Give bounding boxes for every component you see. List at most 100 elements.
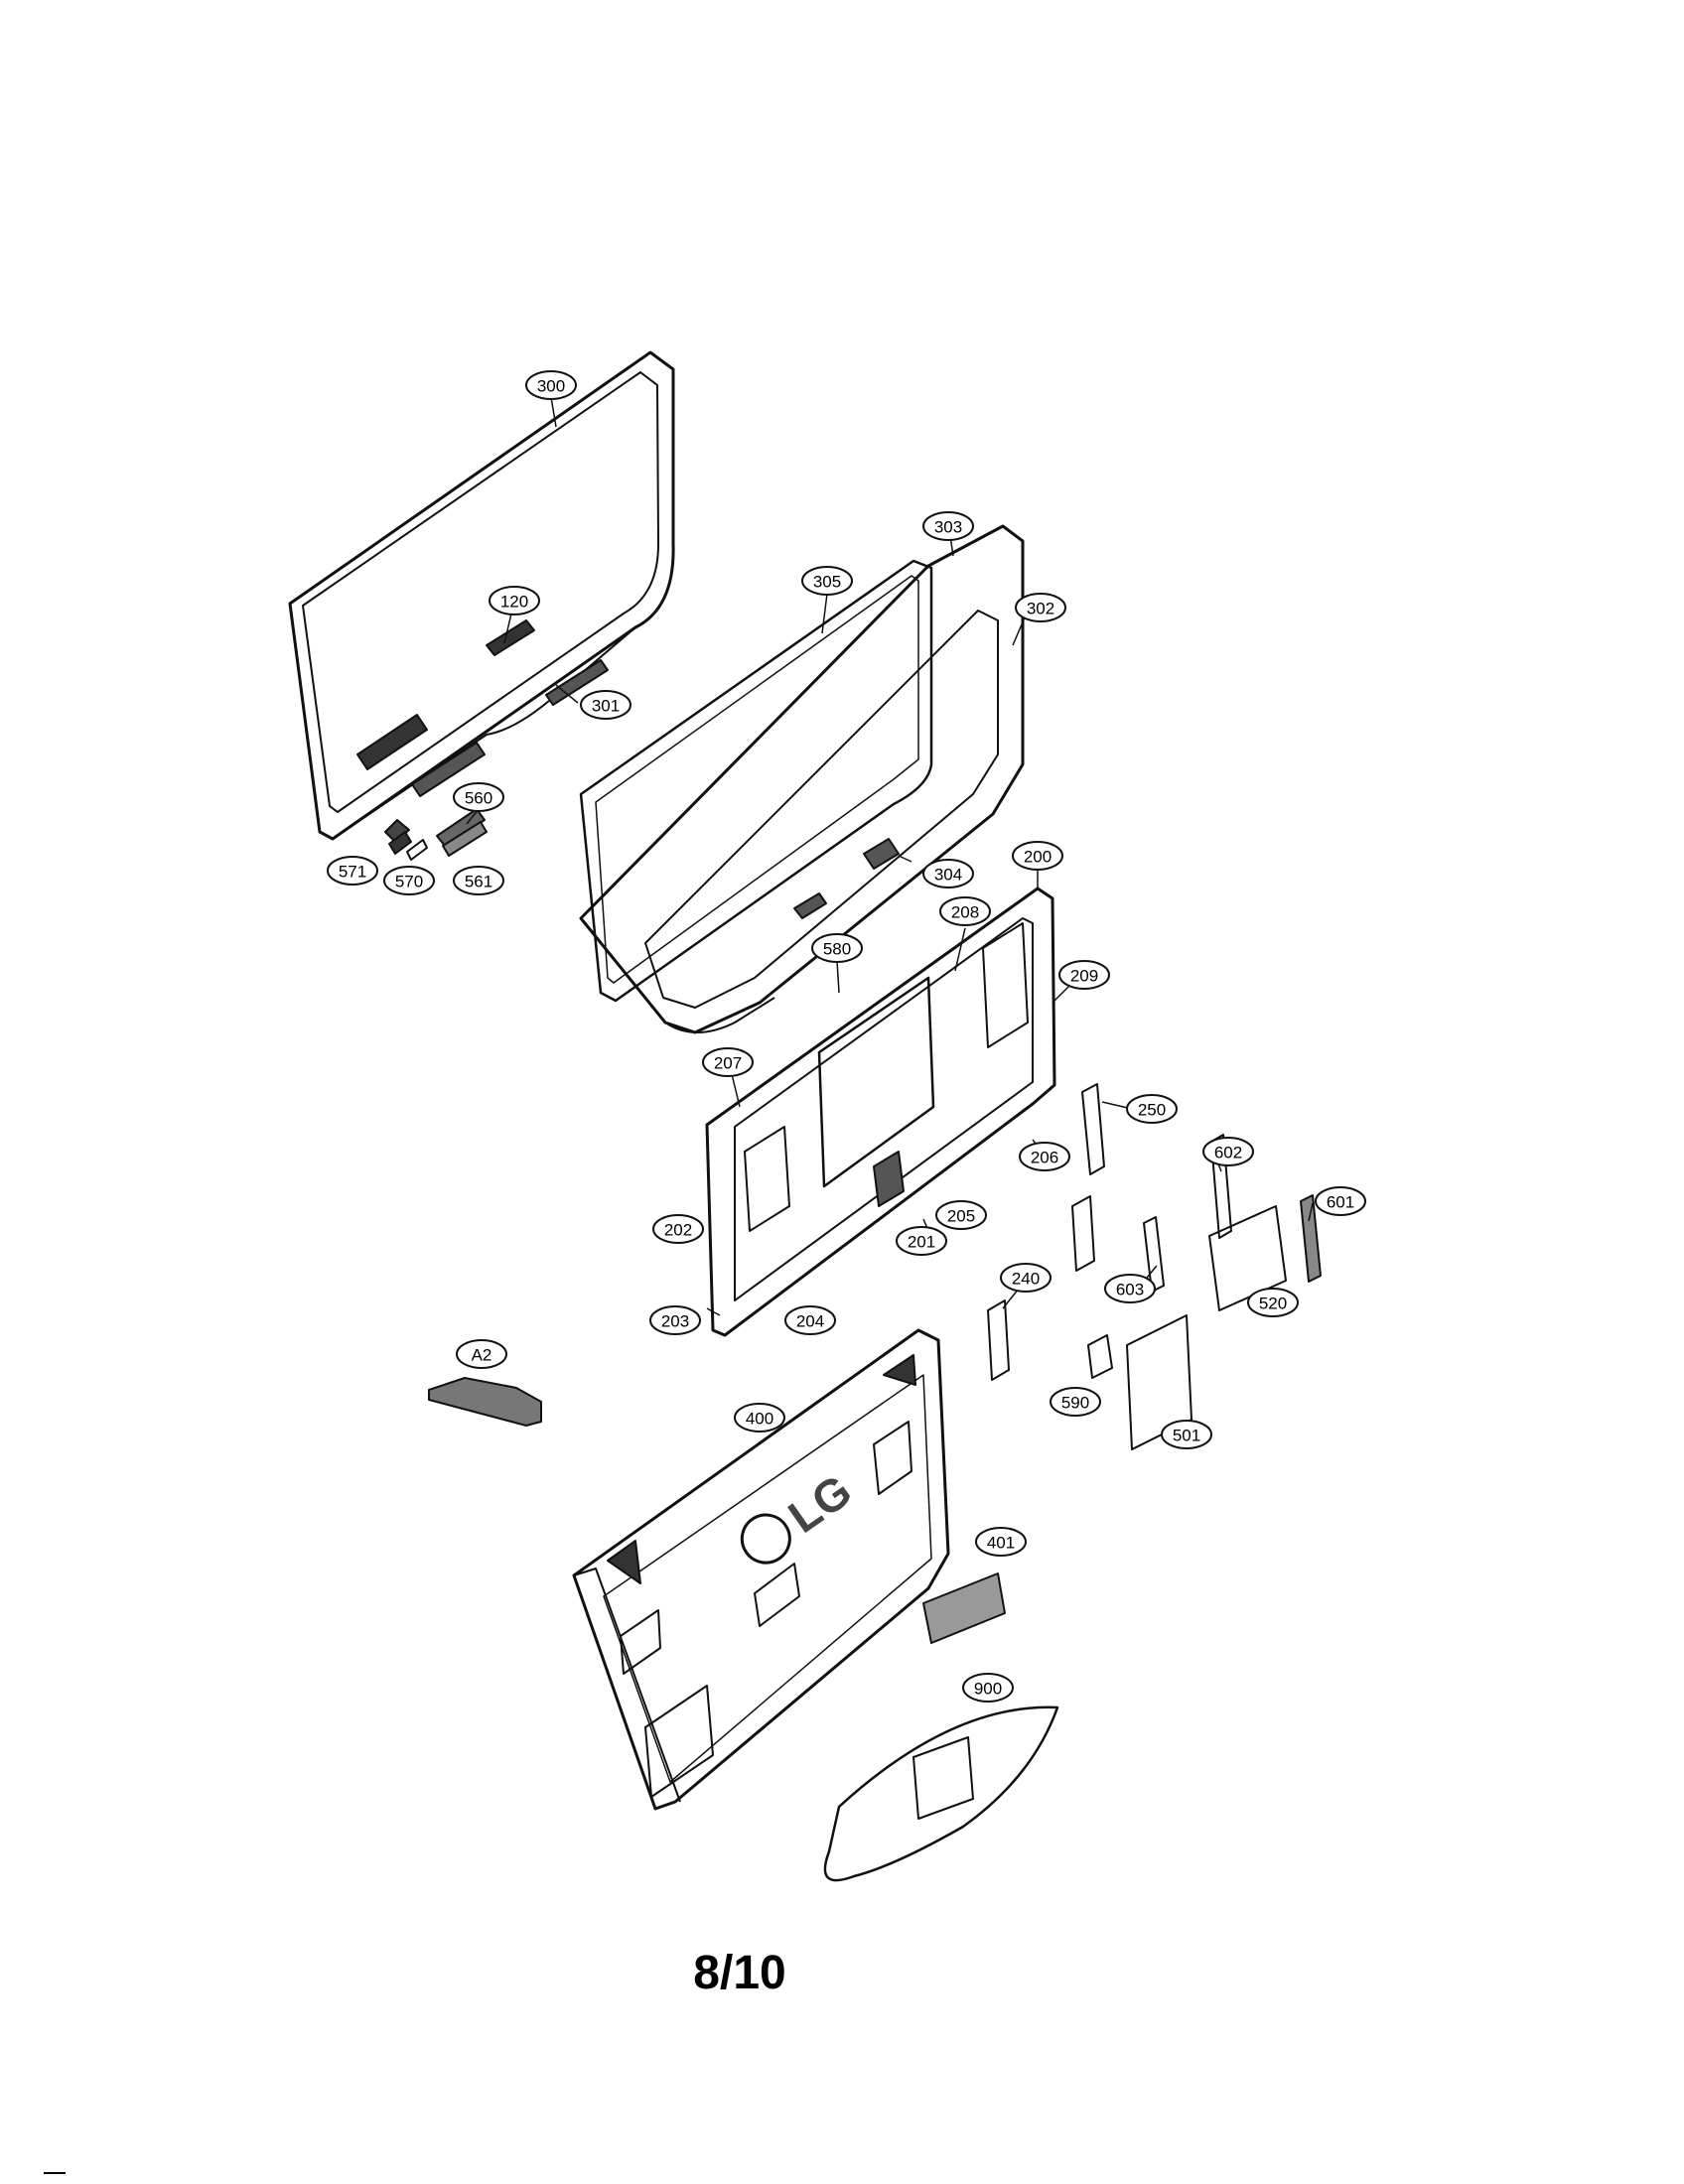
callout-ellipse: [1019, 1142, 1070, 1171]
callout-590: 590: [1050, 1387, 1101, 1417]
callout-203: 203: [649, 1305, 701, 1335]
callout-250: 250: [1126, 1094, 1178, 1124]
callout-ellipse: [811, 933, 863, 963]
callout-ellipse: [1012, 841, 1063, 871]
callout-ellipse: [975, 1527, 1027, 1557]
callout-ellipse: [1104, 1274, 1156, 1303]
callout-ellipse: [1050, 1387, 1101, 1417]
callout-602: 602: [1202, 1137, 1254, 1166]
callout-label: 201: [908, 1233, 935, 1252]
callout-ellipse: [453, 782, 504, 812]
callout-300: 300: [525, 370, 577, 400]
callout-120: 120: [489, 586, 540, 615]
callout-206: 206: [1019, 1142, 1070, 1171]
callout-501: 501: [1161, 1420, 1212, 1449]
callout-label: 240: [1012, 1270, 1040, 1289]
callout-ellipse: [652, 1214, 704, 1244]
callout-ellipse: [962, 1673, 1014, 1703]
callout-ellipse: [327, 856, 378, 886]
callout-ellipse: [939, 896, 991, 926]
callout-571: 571: [327, 856, 378, 886]
callout-label: A2: [472, 1346, 492, 1365]
callout-302: 302: [1015, 593, 1066, 622]
callout-ellipse: [383, 866, 435, 895]
button-parts: [388, 821, 488, 861]
callout-label: 401: [987, 1534, 1015, 1553]
callout-ellipse: [649, 1305, 701, 1335]
callout-580: 580: [811, 933, 863, 963]
callout-label: 520: [1259, 1295, 1287, 1313]
callout-520: 520: [1247, 1288, 1299, 1317]
callout-ellipse: [784, 1305, 836, 1335]
callout-label: 602: [1214, 1144, 1242, 1162]
small-boards-part: [987, 1083, 1322, 1450]
callout-label: 570: [395, 873, 423, 891]
callout-209: 209: [1058, 960, 1110, 990]
callout-207: 207: [702, 1047, 754, 1077]
callout-204: 204: [784, 1305, 836, 1335]
callout-301: 301: [580, 690, 632, 720]
panel-frame-part: [579, 524, 1025, 1034]
callout-A2: A2: [456, 1339, 507, 1369]
callout-201: 201: [896, 1226, 947, 1256]
callout-ellipse: [456, 1339, 507, 1369]
callout-ellipse: [1015, 593, 1066, 622]
callout-ellipse: [1000, 1263, 1052, 1293]
callout-label: 209: [1070, 967, 1098, 986]
callout-401: 401: [975, 1527, 1027, 1557]
front-bezel-part: [288, 350, 675, 841]
callout-label: 303: [934, 518, 962, 537]
page-number: 8/10: [693, 1947, 786, 1999]
callout-label: 205: [947, 1207, 975, 1226]
callout-label: 560: [465, 789, 492, 808]
callout-ellipse: [1058, 960, 1110, 990]
callout-303: 303: [922, 511, 974, 541]
stand-neck-part: [428, 1377, 542, 1427]
callout-ellipse: [702, 1047, 754, 1077]
callout-label: 603: [1116, 1281, 1144, 1299]
callout-560: 560: [453, 782, 504, 812]
callout-ellipse: [525, 370, 577, 400]
callout-ellipse: [1161, 1420, 1212, 1449]
callout-ellipse: [453, 866, 504, 895]
callout-ellipse: [1202, 1137, 1254, 1166]
callout-label: 400: [746, 1410, 773, 1429]
callout-label: 580: [823, 940, 851, 959]
corner-mark: [44, 2172, 66, 2174]
callout-601: 601: [1315, 1186, 1366, 1216]
callout-label: 203: [661, 1312, 689, 1331]
callout-label: 301: [592, 697, 620, 716]
lg-logo-text: LG: [779, 1464, 861, 1543]
callout-label: 305: [813, 573, 841, 592]
callout-240: 240: [1000, 1263, 1052, 1293]
callout-ellipse: [1247, 1288, 1299, 1317]
callout-label: 204: [796, 1312, 824, 1331]
callout-ellipse: [935, 1200, 987, 1230]
callout-label: 561: [465, 873, 492, 891]
callout-ellipse: [489, 586, 540, 615]
callout-304: 304: [922, 859, 974, 888]
callout-label: 304: [934, 866, 962, 885]
callout-603: 603: [1104, 1274, 1156, 1303]
speaker-bracket-left-part: [384, 808, 486, 847]
callout-400: 400: [734, 1403, 785, 1433]
callout-ellipse: [922, 859, 974, 888]
stand-base-part: [823, 1706, 1059, 1882]
jack-cover-part: [922, 1572, 1006, 1644]
callout-layer: 300 120 301 303 305 302 560 571 570 561 304 200 208 5…: [327, 370, 1366, 1703]
callout-label: 300: [537, 377, 565, 396]
callout-208: 208: [939, 896, 991, 926]
callout-label: 601: [1327, 1193, 1354, 1212]
callout-ellipse: [1315, 1186, 1366, 1216]
callout-label: 120: [500, 593, 528, 612]
callout-label: 571: [339, 863, 366, 882]
callout-ellipse: [580, 690, 632, 720]
callout-label: 250: [1138, 1101, 1166, 1120]
callout-label: 200: [1024, 848, 1052, 867]
callout-label: 590: [1061, 1394, 1089, 1413]
callout-ellipse: [734, 1403, 785, 1433]
callout-900: 900: [962, 1673, 1014, 1703]
callout-200: 200: [1012, 841, 1063, 871]
chassis-part: [705, 887, 1056, 1337]
